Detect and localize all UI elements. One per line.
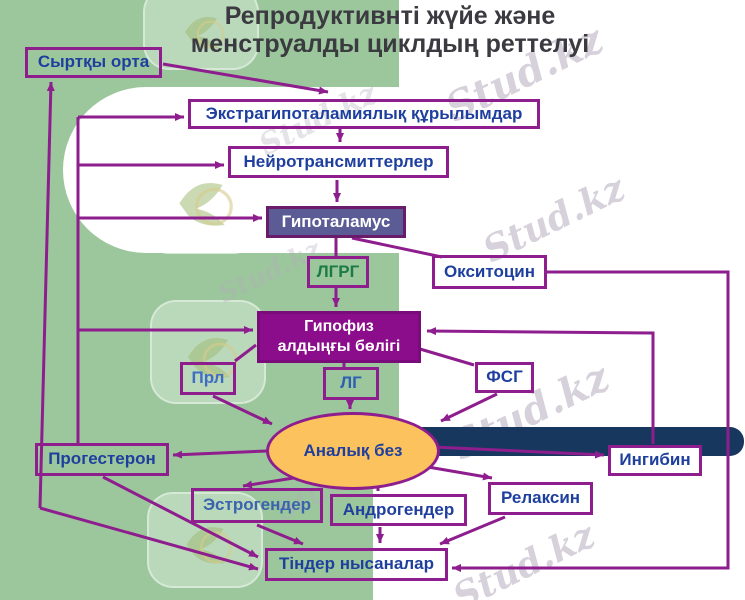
node-lhrh: ЛГРГ <box>307 256 369 288</box>
node-external-environment: Сыртқы орта <box>25 47 162 78</box>
hummingbird-logo-icon <box>147 492 263 588</box>
node-relaxin: Релаксин <box>488 482 593 515</box>
node-hypothalamus: Гипоталамус <box>266 206 406 238</box>
node-ovary: Аналық без <box>266 412 440 490</box>
node-extrahypothalamic-structures: Экстрагипоталамиялық құрылымдар <box>188 99 540 129</box>
slide-title: Репродуктивнті жүйе және менструалды цик… <box>175 2 605 58</box>
node-prolactin: Прл <box>180 362 236 395</box>
node-neurotransmitters: Нейротрансмиттерлер <box>228 146 449 178</box>
node-progesterone: Прогестерон <box>35 443 169 476</box>
node-estrogens: Эстрогендер <box>191 488 323 523</box>
hummingbird-logo-icon <box>143 142 259 254</box>
node-lh: ЛГ <box>323 367 379 400</box>
title-line-1: Репродуктивнті жүйе және <box>224 2 556 30</box>
title-line-2: менструалды циклдың реттелуі <box>190 30 590 58</box>
node-fsh: ФСГ <box>475 362 534 393</box>
node-anterior-pituitary: Гипофиз алдыңғы бөлігі <box>257 311 421 363</box>
node-androgens: Андрогендер <box>330 494 467 526</box>
node-target-tissues: Тіндер нысаналар <box>265 548 448 581</box>
node-oxytocin: Окситоцин <box>432 255 547 289</box>
node-inhibin: Ингибин <box>608 445 702 476</box>
